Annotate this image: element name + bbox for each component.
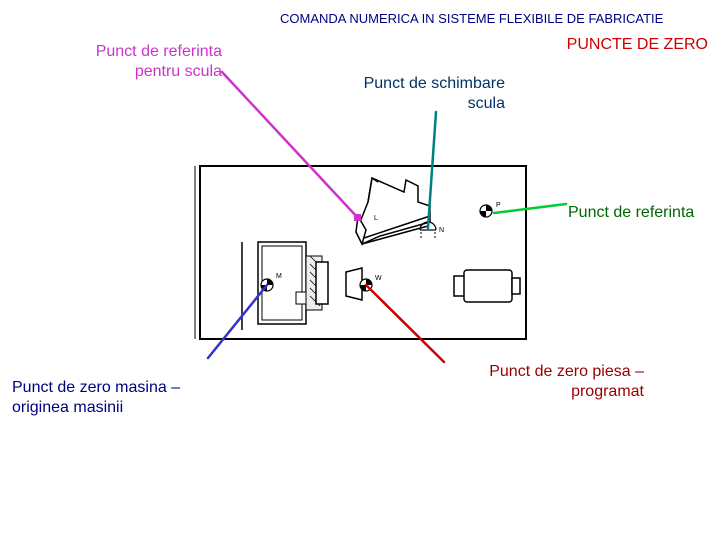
reference-point-symbol — [479, 204, 493, 218]
leader-piece-zero — [364, 283, 446, 364]
label-line-2: originea masinii — [12, 399, 124, 416]
label-line-2: pentru scula — [134, 63, 222, 80]
letter-l: L — [374, 215, 378, 222]
label-tool-reference-point: Punct de referinta pentru scula — [40, 42, 222, 82]
label-line-1: Punct de schimbare — [363, 75, 505, 92]
label-line-2: programat — [571, 383, 644, 400]
tool-holder — [355, 176, 431, 245]
leader-lines — [206, 70, 568, 364]
label-piece-zero: Punct de zero piesa – programat — [440, 362, 644, 402]
label-line-1: Punct de zero piesa – — [489, 363, 644, 380]
leader-tool-reference — [220, 70, 360, 220]
tailstock — [453, 269, 521, 303]
label-reference-point: Punct de referinta — [568, 204, 695, 221]
machine-frame — [194, 165, 527, 340]
letter-m: M — [276, 273, 282, 280]
leader-reference — [492, 202, 568, 215]
letter-n: N — [439, 227, 444, 234]
slide-title: PUNCTE DE ZERO — [566, 36, 708, 53]
tool-tip — [355, 213, 367, 247]
label-line-1: Punct de zero masina – — [12, 379, 181, 396]
label-line-1: Punct de referinta — [95, 43, 222, 60]
label-tool-change-point: Punct de schimbare scula — [300, 74, 505, 114]
leader-machine-zero — [206, 283, 269, 360]
header-text: COMANDA NUMERICA IN SISTEME FLEXIBILE DE… — [280, 11, 664, 26]
label-machine-zero: Punct de zero masina – originea masinii — [12, 378, 180, 418]
tool-reference-marker — [354, 214, 361, 221]
letter-w: W — [375, 275, 382, 282]
workpiece — [345, 267, 363, 301]
label-line-2: scula — [467, 95, 505, 112]
leader-tool-change — [426, 110, 438, 230]
chuck-assembly — [241, 241, 329, 330]
letter-p: P — [496, 202, 501, 209]
